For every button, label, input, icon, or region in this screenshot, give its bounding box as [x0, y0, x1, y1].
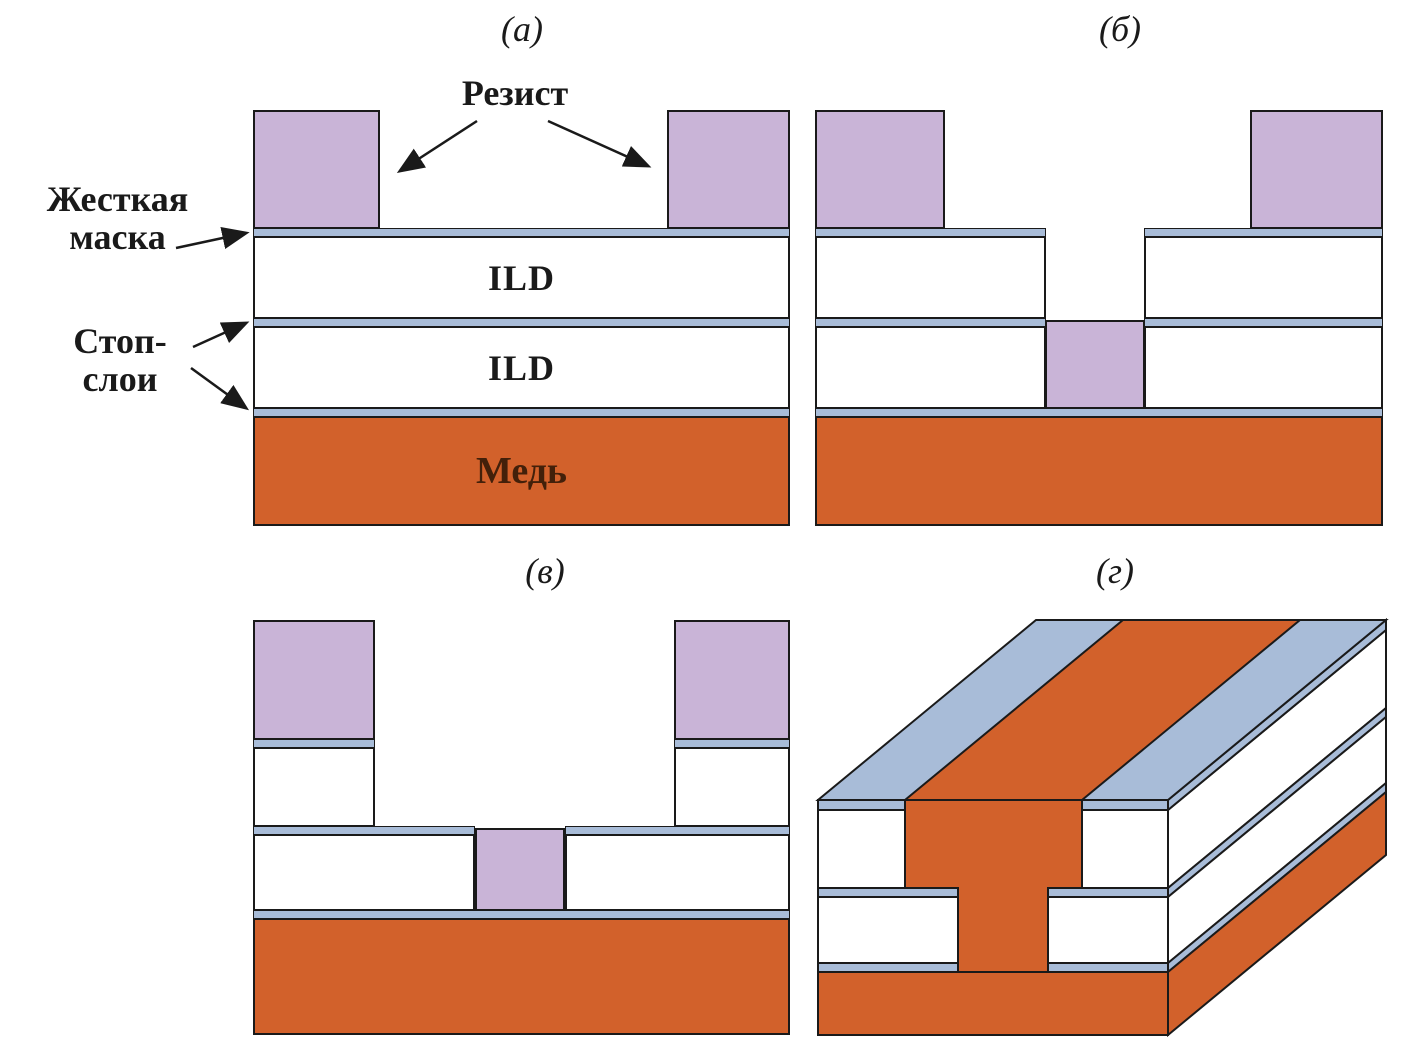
side-stop-layer-1-face: [1167, 705, 1387, 900]
hard-mask-annotation: Жесткая маска: [0, 180, 235, 256]
front-copper-trench-and-via: [904, 799, 1083, 973]
resist-arrow-left: [396, 119, 478, 174]
panel-v-resist-block-left: [253, 620, 375, 740]
stop-layer-arrow-lower: [190, 366, 250, 411]
panel-b-ild-bottom-right: [1144, 326, 1383, 409]
side-copper-face: [1167, 789, 1387, 1038]
panel-b-ild-bottom-left: [815, 326, 1046, 409]
panel-v-ild-bottom-left: [253, 834, 475, 911]
stop-layers-annotation-line1: Стоп-: [73, 321, 167, 361]
front-stop-layer-2-left: [817, 962, 959, 973]
panel-a-ild-top-layer: ILD: [253, 236, 790, 319]
side-ild-bottom-face: [1167, 714, 1387, 966]
panel-v-resist-block-right: [674, 620, 790, 740]
front-stop-layer-1-left: [817, 887, 959, 898]
panel-a-ild-top-label: ILD: [487, 257, 556, 298]
front-stop-layer-2-right: [1047, 962, 1169, 973]
panel-b-label: (б): [1098, 9, 1142, 49]
panel-b-copper-layer: [815, 416, 1383, 526]
resist-arrow-right: [547, 119, 652, 168]
panel-v-label: (в): [525, 551, 565, 591]
stop-layers-annotation-line2: слои: [82, 359, 158, 400]
panel-b-resist-block-left: [815, 110, 945, 229]
side-hard-mask-face: [1167, 617, 1387, 813]
panel-b-ild-top-left: [815, 236, 1046, 319]
panel-g-3d-structure: [815, 617, 1389, 1038]
panel-a-ild-bottom-layer: ILD: [253, 326, 790, 409]
panel-v-ild-top-column-left: [253, 747, 375, 827]
side-stop-layer-2-face: [1167, 780, 1387, 975]
resist-annotation: Резист: [461, 73, 569, 113]
panel-a-label: (а): [501, 9, 543, 49]
side-ild-top-face: [1167, 627, 1387, 891]
panel-v-copper-layer: [253, 918, 790, 1035]
panel-v-ild-top-column-right: [674, 747, 790, 827]
front-hard-mask-right: [1081, 799, 1169, 811]
panel-a-copper-label: Медь: [475, 450, 568, 492]
panel-b-ild-top-right: [1144, 236, 1383, 319]
panel-b-resist-block-right: [1250, 110, 1383, 229]
top-hard-mask-face: [815, 619, 1389, 801]
front-stop-layer-1-right: [1047, 887, 1169, 898]
top-copper-line-face: [902, 619, 1303, 801]
panel-a-resist-block-right: [667, 110, 790, 229]
hard-mask-annotation-line2: маска: [69, 217, 166, 258]
stop-layers-annotation: Стоп- слои: [50, 322, 190, 398]
front-ild-top-right: [1081, 809, 1169, 889]
front-copper-base: [817, 971, 1169, 1036]
front-ild-bottom-right: [1047, 896, 1169, 964]
panel-v-ild-bottom-right: [565, 834, 790, 911]
stop-layer-arrow-upper: [192, 321, 250, 349]
panel-a-ild-bottom-label: ILD: [487, 347, 556, 388]
panel-a-resist-block-left: [253, 110, 380, 229]
panel-b-via-resist-plug: [1045, 320, 1145, 409]
panel-g-label: (г): [1095, 551, 1135, 591]
hard-mask-annotation-line1: Жесткая: [46, 179, 189, 219]
panel-v-via-resist-plug: [475, 828, 565, 911]
panel-a-copper-layer: Медь: [253, 416, 790, 526]
front-ild-top-left: [817, 809, 906, 889]
front-hard-mask-left: [817, 799, 906, 811]
front-ild-bottom-left: [817, 896, 959, 964]
